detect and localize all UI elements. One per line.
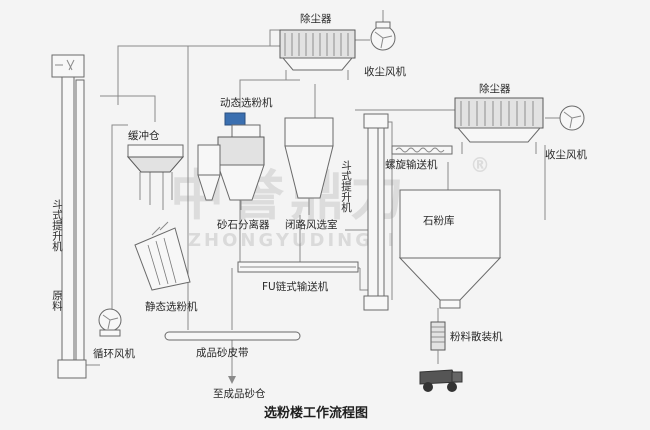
label-bucket-elevator-left: 斗式提升机 xyxy=(51,199,63,252)
watermark-registered-mark: ® xyxy=(470,153,490,177)
static-separator xyxy=(134,221,191,291)
label-raw-material: 原料 xyxy=(51,290,63,312)
label-circulating-fan: 循环风机 xyxy=(93,347,135,360)
collector-fan-2 xyxy=(559,105,585,131)
label-bucket-elevator-right: 斗式提升机 xyxy=(340,160,352,213)
dust-collector-2 xyxy=(454,97,544,154)
label-closed-circuit-chamber: 闭路风选室 xyxy=(285,218,338,231)
screw-conveyor xyxy=(391,145,453,155)
label-dust-collector-1: 除尘器 xyxy=(300,12,332,25)
label-bulk-loader: 粉料散装机 xyxy=(450,330,503,343)
label-fu-conveyor: FU链式输送机 xyxy=(262,280,329,293)
dump-truck-icon xyxy=(419,369,463,392)
bucket-elevator-right xyxy=(363,113,389,311)
label-static-separator: 静态选粉机 xyxy=(145,300,198,313)
dynamic-separator xyxy=(217,112,265,210)
label-to-sand-bin: 至成品砂仓 xyxy=(213,387,266,400)
label-buffer-bin: 缓冲仓 xyxy=(128,129,160,142)
sand-separator xyxy=(197,144,221,201)
closed-circuit-chamber xyxy=(284,117,334,215)
label-collector-fan-1: 收尘风机 xyxy=(364,65,406,78)
product-sand-belt xyxy=(164,331,301,341)
bucket-elevator-left xyxy=(51,54,87,379)
watermark-brand-en: ZHONGYUDINGLI xyxy=(188,230,397,251)
label-powder-silo: 石粉库 xyxy=(423,214,455,227)
diagram-caption: 选粉楼工作流程图 xyxy=(264,405,368,421)
buffer-bin xyxy=(126,144,185,200)
label-sand-belt: 成品砂皮带 xyxy=(196,346,249,359)
collector-fan-1 xyxy=(370,21,396,51)
label-collector-fan-2: 收尘风机 xyxy=(545,148,587,161)
label-sand-separator: 砂石分离器 xyxy=(217,218,270,231)
bulk-loader xyxy=(430,321,446,364)
circulating-fan xyxy=(98,308,122,337)
fu-chain-conveyor xyxy=(237,261,359,273)
label-screw-conveyor: 螺旋输送机 xyxy=(385,158,438,171)
dust-collector-1 xyxy=(279,29,356,80)
powder-silo xyxy=(398,189,502,309)
label-dust-collector-2: 除尘器 xyxy=(479,82,511,95)
arrow-to-sand-bin-icon xyxy=(228,376,236,384)
label-dynamic-separator: 动态选粉机 xyxy=(220,96,273,109)
